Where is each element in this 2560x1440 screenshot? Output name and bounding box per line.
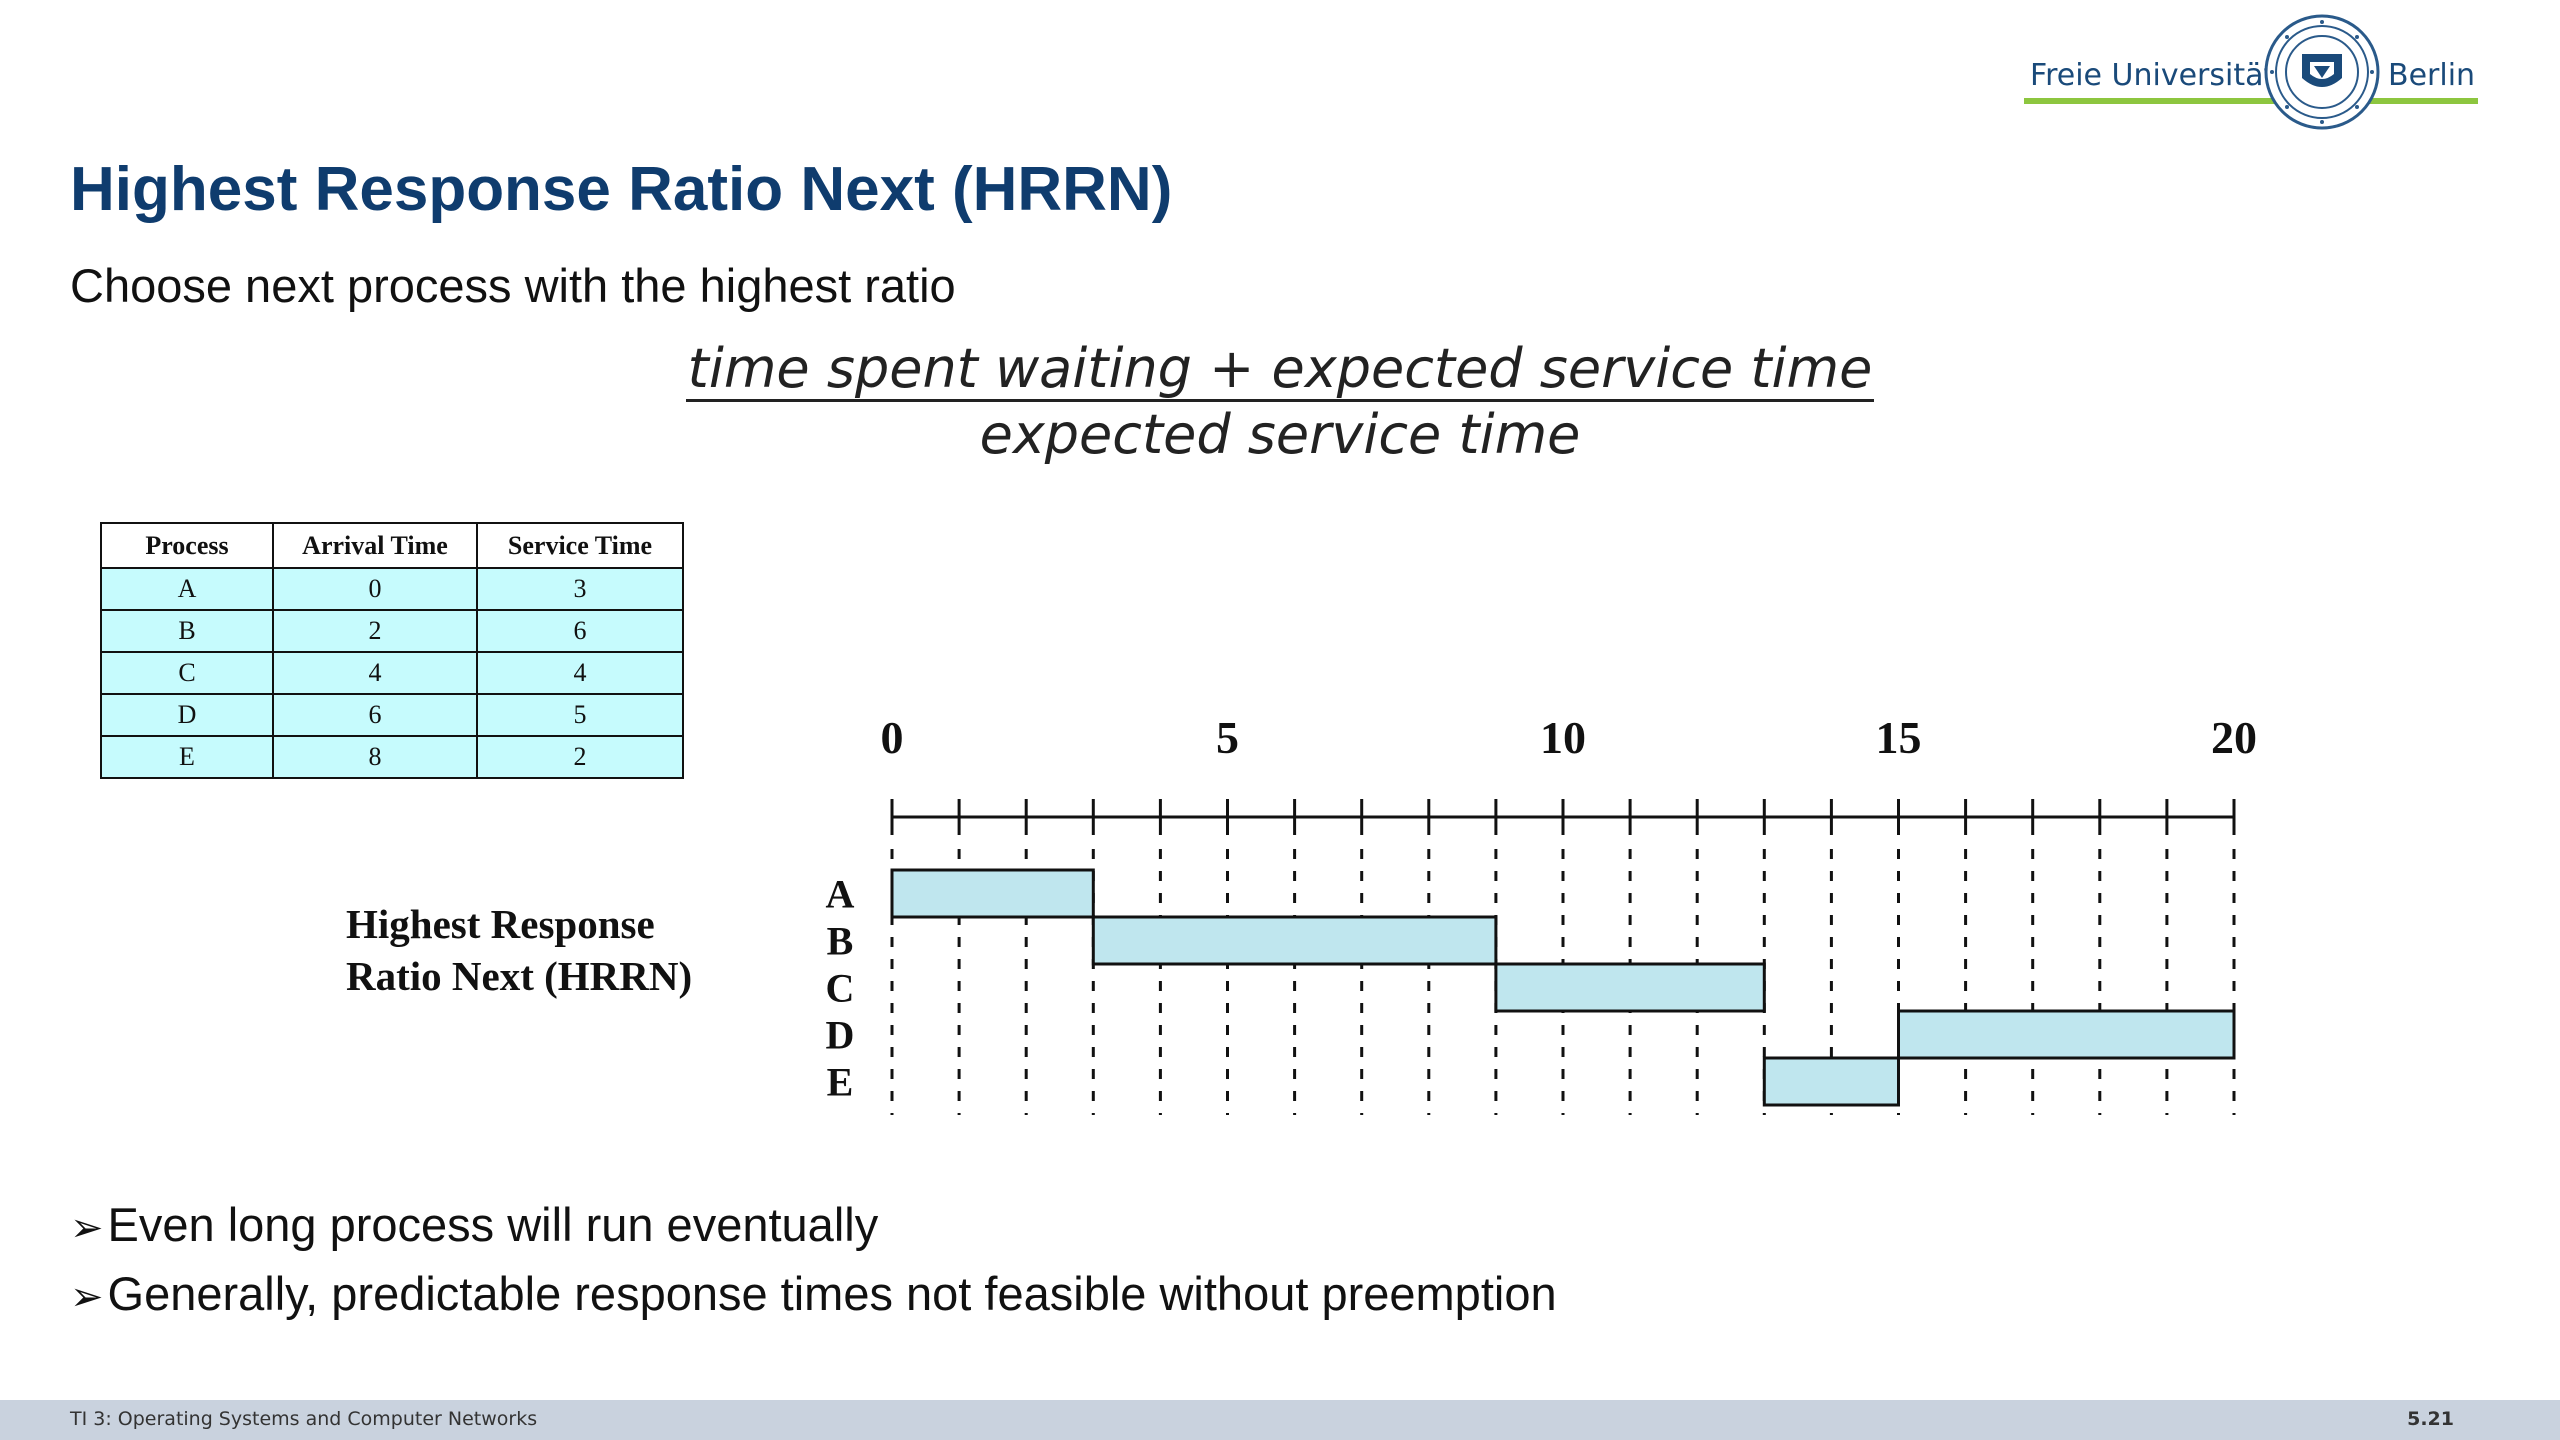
bullet-text: Generally, predictable response times no… [107,1267,1557,1320]
footer-bar: TI 3: Operating Systems and Computer Net… [0,1400,2560,1440]
table-cell: 5 [476,693,684,737]
page-number: 5.21 [2407,1408,2454,1430]
x-tick-label: 10 [1540,712,1586,763]
formula-numerator: time spent waiting + expected service ti… [685,337,1875,402]
list-item: ➢Even long process will run eventually [70,1192,1557,1261]
table-cell: C [100,651,274,695]
row-label: B [827,919,854,964]
row-label: A [826,872,855,917]
table-row: D 6 5 [100,693,684,737]
university-logo: Freie Universität Berlin [2022,10,2478,132]
table-header-row: Process Arrival Time Service Time [100,522,684,569]
formula-denominator: expected service time [979,403,1581,466]
table-row: E 8 2 [100,735,684,779]
logo-underline [2024,98,2478,104]
footer-course-title: TI 3: Operating Systems and Computer Net… [70,1408,538,1430]
arrow-bullet-icon: ➢ [70,1205,104,1251]
table-cell: D [100,693,274,737]
logo-text-left: Freie Universität [2030,58,2276,93]
chart-side-label-line2: Ratio Next (HRRN) [346,953,693,999]
row-label: C [826,966,855,1011]
x-tick-label: 5 [1216,712,1239,763]
x-tick-label: 20 [2211,712,2257,763]
chart-side-label: Highest Response Ratio Next (HRRN) [346,898,692,1002]
table-cell: 8 [272,735,478,779]
slide-subtitle: Choose next process with the highest rat… [70,259,956,312]
table-cell: 2 [272,609,478,653]
table-cell: 2 [476,735,684,779]
table-cell: 4 [476,651,684,695]
bullet-text: Even long process will run eventually [107,1198,879,1251]
list-item: ➢Generally, predictable response times n… [70,1261,1557,1330]
table-header: Process [100,522,274,569]
table-cell: 6 [272,693,478,737]
table-cell: 6 [476,609,684,653]
table-cell: E [100,735,274,779]
table-row: A 0 3 [100,567,684,611]
logo-text-right: Berlin [2388,58,2476,93]
process-table: Process Arrival Time Service Time A 0 3 … [100,522,684,779]
x-tick-label: 15 [1876,712,1922,763]
gantt-bar-d [1897,1009,2236,1060]
table-row: C 4 4 [100,651,684,695]
gantt-bar-a [890,868,1095,919]
table-cell: 3 [476,567,684,611]
table-header: Arrival Time [272,522,478,569]
table-cell: 4 [272,651,478,695]
university-seal-icon [2264,14,2380,130]
slide-title: Highest Response Ratio Next (HRRN) [70,155,1173,224]
gantt-bar-c [1494,962,1766,1013]
bullet-list: ➢Even long process will run eventually ➢… [70,1192,1557,1330]
gantt-bar-b [1091,915,1498,966]
row-label: E [827,1060,854,1105]
hrrn-formula: time spent waiting + expected service ti… [640,336,1920,468]
table-header: Service Time [476,522,684,569]
gantt-bar-e [1762,1056,1900,1107]
row-label: D [826,1013,855,1058]
table-row: B 2 6 [100,609,684,653]
chart-side-label-line1: Highest Response [346,901,655,947]
table-cell: A [100,567,274,611]
arrow-bullet-icon: ➢ [70,1274,104,1320]
x-tick-label: 0 [881,712,904,763]
table-cell: 0 [272,567,478,611]
table-cell: B [100,609,274,653]
